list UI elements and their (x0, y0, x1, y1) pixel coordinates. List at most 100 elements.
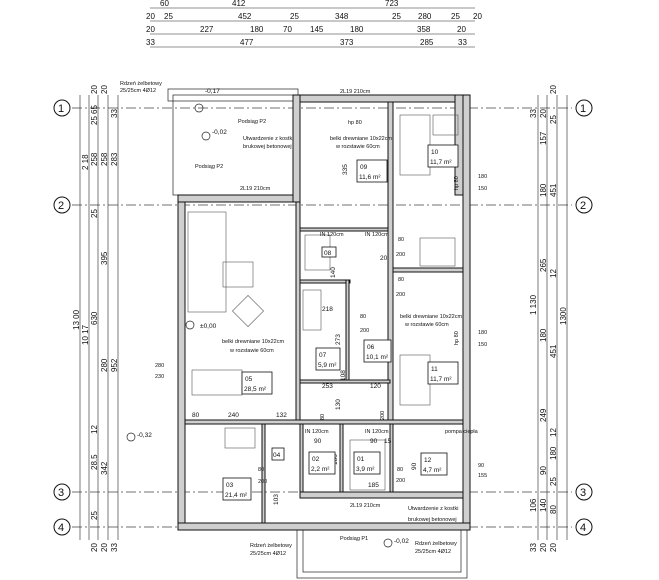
dim: 65 (90, 105, 99, 114)
inner-dimensions: 218 253 120 80 240 132 90 20 90 15 335 1… (192, 164, 418, 505)
annotation: 25/25cm 4Ø12 (250, 551, 286, 557)
annotation: 180 (478, 330, 487, 336)
dim: 265 (539, 258, 548, 272)
annotation: 280 (155, 363, 164, 369)
axis-bubbles: 1 2 3 4 1 2 3 4 (53, 99, 593, 536)
dim: 358 (417, 25, 431, 34)
axis-label: 3 (580, 487, 586, 499)
dim: 90 (370, 438, 378, 445)
dim: 15 (384, 438, 392, 445)
annotation: w rozstawie 60cm (335, 144, 380, 150)
dim: 145 (310, 25, 324, 34)
room-number: 06 (367, 344, 375, 351)
dim: 283 (110, 152, 119, 166)
dim: 12 (549, 269, 558, 278)
room-09: 09 11,6 m² (356, 159, 388, 183)
dim: 20 (549, 85, 558, 94)
dim: 451 (549, 183, 558, 197)
dim: 108 (340, 370, 347, 381)
dim: 20 (380, 255, 388, 262)
dim: 20 (90, 85, 99, 94)
dim: 103 (273, 494, 280, 505)
dim: 25 (290, 12, 299, 21)
dim: 130 (335, 399, 342, 410)
axis-label: 2 (58, 200, 64, 212)
bed-icon (399, 114, 431, 176)
dim: 180 (539, 183, 548, 197)
dim: 952 (110, 358, 119, 372)
dim: 180 (350, 25, 364, 34)
room-02: 02 2,2 m² (308, 451, 336, 475)
dim: 33 (110, 543, 119, 552)
walls (177, 94, 471, 531)
annotation: Rdzeń żelbetowy (415, 541, 457, 547)
room-number: 02 (312, 456, 320, 463)
level: -0,17 (205, 88, 220, 95)
dim: 200 (360, 328, 369, 334)
dim: 395 (100, 251, 109, 265)
dim: 80 (397, 467, 403, 473)
room-number: 08 (324, 250, 332, 257)
axis-label: 4 (58, 522, 64, 534)
sofa-icon (187, 211, 227, 313)
dim: 132 (276, 412, 287, 419)
dim: 33 (146, 38, 155, 47)
room-05: 05 28,5 m² (241, 371, 273, 395)
annotation: 150 (478, 186, 487, 192)
room-number: 05 (245, 376, 253, 383)
annotation: Podsiąg P1 (340, 536, 368, 542)
annotation: Podsiąg P2 (195, 164, 223, 170)
dim: 13 00 (72, 309, 81, 330)
dim: 33 (529, 109, 538, 118)
dim: 180 (549, 446, 558, 460)
dim: 80 (398, 277, 404, 283)
dim: 60 (160, 0, 169, 8)
dim: 200 (380, 411, 386, 420)
dim: 33 (110, 109, 119, 118)
level: -0,02 (394, 538, 409, 545)
annotation: IN 120cm (365, 232, 389, 238)
left-dimensions: 13 00 2 18 10 17 65 25 258 25 630 12 28.… (72, 85, 119, 552)
annotation: 2L19 210cm (240, 186, 271, 192)
bathtub-icon (302, 289, 322, 331)
level: ±0,00 (200, 323, 217, 330)
room-area: 11,6 m² (359, 174, 381, 181)
axis-label: 2 (580, 200, 586, 212)
annotation: 230 (155, 374, 164, 380)
dim: 373 (340, 38, 354, 47)
dim: 80 (320, 414, 326, 420)
dim: 200 (258, 479, 267, 485)
annotation: IN 120cm (305, 429, 329, 435)
dim: 2 18 (81, 154, 90, 170)
dim: 452 (238, 12, 252, 21)
dim: 240 (228, 412, 239, 419)
kitchen-island-icon (224, 427, 256, 449)
annotation: Podsiąg P2 (238, 119, 266, 125)
room-area: 5,9 m² (318, 362, 337, 369)
room-number: 09 (360, 164, 368, 171)
dim: 25 (392, 12, 401, 21)
dim: 20 (473, 12, 482, 21)
room-area: 2,2 m² (311, 466, 330, 473)
dim: 273 (335, 334, 342, 345)
annotation: 25/25cm 4Ø12 (415, 549, 451, 555)
room-area: 28,5 m² (244, 386, 267, 393)
annotation: belki drewniane 10x22cm (330, 136, 392, 142)
dim: 25 (549, 115, 558, 124)
dim: 280 (418, 12, 432, 21)
annotation: IN 120cm (365, 429, 389, 435)
dim: 20 (539, 109, 548, 118)
dim: 80 (258, 467, 264, 473)
bed-icon (399, 354, 431, 406)
dim: 25 (164, 12, 173, 21)
axis-label: 4 (580, 522, 586, 534)
annotation: Utwardzenie z kostki (243, 136, 293, 142)
room-08: 08 (321, 246, 337, 258)
desk-icon (419, 237, 456, 267)
dim: 20 (100, 85, 109, 94)
dim: 630 (90, 311, 99, 325)
room-number: 12 (424, 457, 432, 464)
